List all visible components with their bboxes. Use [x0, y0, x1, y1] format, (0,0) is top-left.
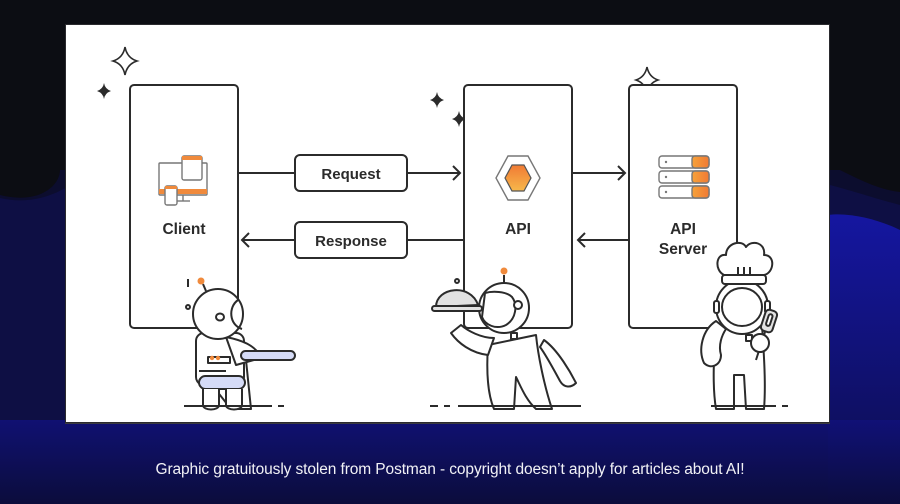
response-label: Response — [315, 233, 387, 250]
server-to-api-arrow — [576, 232, 629, 248]
client-node — [129, 84, 239, 329]
client-label: Client — [162, 221, 205, 238]
waiter-astronaut — [430, 267, 581, 410]
api-server-label-line2: Server — [659, 241, 707, 258]
api-server-label-line1: API — [670, 221, 696, 238]
api-to-server-arrow — [572, 165, 627, 181]
hexagon-icon — [495, 155, 541, 201]
response-edge — [240, 232, 464, 248]
caption: Graphic gratuitously stolen from Postman… — [155, 461, 745, 478]
customer-astronaut — [184, 277, 296, 411]
diagram-card: Client API API Server Request — [65, 24, 830, 423]
server-stack-icon — [658, 155, 710, 199]
request-label-box — [294, 154, 408, 192]
devices-icon — [158, 155, 208, 206]
sparkle-icon — [97, 83, 466, 127]
response-label-box — [294, 221, 408, 259]
request-label: Request — [321, 166, 380, 183]
chef-astronaut — [700, 241, 788, 410]
client-api-server-diagram: Client API API Server Request — [97, 46, 788, 411]
request-edge — [238, 165, 462, 181]
api-label: API — [505, 221, 531, 238]
sparkle-icon — [110, 46, 140, 76]
api-server-node — [628, 84, 738, 329]
